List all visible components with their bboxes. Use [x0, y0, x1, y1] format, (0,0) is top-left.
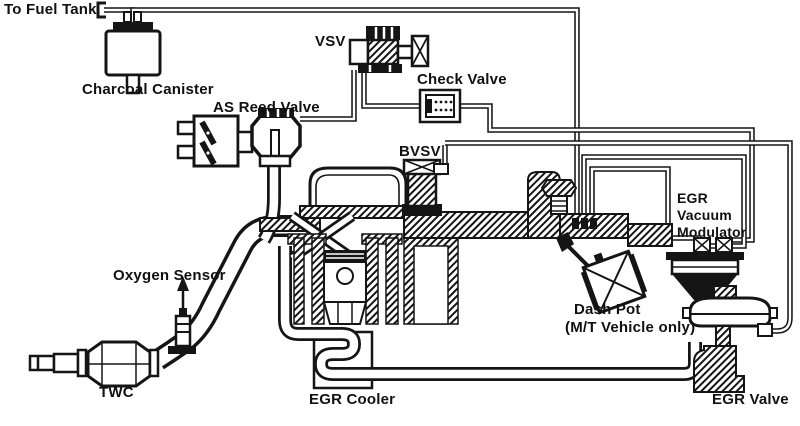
canister-body	[104, 29, 162, 77]
label-egr-vacuum-modulator: EGR Vacuum Modulator	[677, 190, 747, 240]
vacuum-port	[581, 218, 588, 229]
bvsv-port	[433, 163, 449, 175]
vacuum-port	[590, 218, 597, 229]
label-vsv: VSV	[315, 33, 346, 50]
hose-vsv-to-check-valve	[361, 70, 420, 109]
connecting-rod	[322, 301, 368, 325]
check-valve	[418, 88, 462, 124]
egr-valve-cap	[713, 285, 737, 299]
egr-valve-stem	[715, 325, 731, 347]
sensor-flange	[168, 346, 196, 354]
vacuum-port	[572, 218, 579, 229]
canister-cap	[113, 22, 153, 31]
as-reed-valve-assembly	[176, 108, 302, 168]
bvsv-valve	[402, 158, 449, 216]
manifold-fitting	[540, 179, 578, 197]
twc-inlet-pipe	[52, 352, 80, 374]
label-egr-valve: EGR Valve	[712, 391, 789, 408]
air-cleaner	[308, 166, 408, 214]
air-inlet-stub	[176, 120, 196, 136]
wrist-pin	[336, 267, 354, 285]
intake-manifold	[403, 211, 545, 239]
cylinder-wall	[385, 237, 399, 325]
egr-vacuum-modulator	[666, 237, 744, 310]
canister-drain	[125, 73, 141, 95]
engine-cross-section	[259, 166, 673, 325]
label-dash-pot: Dash Pot	[574, 301, 641, 318]
label-to-fuel-tank: To Fuel Tank	[4, 1, 97, 18]
sensor-arrow-head	[177, 276, 189, 291]
label-oxygen-sensor: Oxygen Sensor	[113, 267, 226, 284]
piston-crown	[324, 250, 366, 262]
egr-valve-diaphragm	[688, 296, 772, 328]
air-cleaner-flange	[299, 205, 417, 219]
hose-open-end-bracket	[96, 1, 106, 19]
charcoal-canister	[104, 11, 162, 95]
label-twc: TWC	[99, 384, 134, 401]
label-check-valve: Check Valve	[417, 71, 507, 88]
egr-valve	[682, 285, 778, 393]
label-charcoal-canister: Charcoal Canister	[82, 81, 214, 98]
label-bvsv: BVSV	[399, 143, 441, 160]
cylinder-wall	[365, 237, 379, 325]
bvsv-body	[406, 170, 438, 208]
throttle-link-rod	[564, 242, 592, 270]
cylinder-wall	[293, 237, 305, 325]
cylinder-wall	[311, 237, 325, 325]
egr-exhaust-elbow	[693, 345, 745, 393]
twc-assembly	[28, 340, 160, 388]
label-egr-cooler: EGR Cooler	[309, 391, 396, 408]
label-as-reed-valve: AS Reed Valve	[213, 99, 320, 116]
label-dash-pot-note: (M/T Vehicle only)	[565, 319, 696, 336]
air-inlet-stub	[176, 144, 196, 160]
dash-pot-assembly	[556, 232, 648, 315]
vsv-body	[366, 38, 400, 66]
modulator-top-plate	[666, 252, 744, 260]
egr-valve-port	[757, 323, 773, 337]
reed-valve-cap	[258, 108, 294, 118]
vsv-valve	[348, 26, 430, 73]
oxygen-sensor	[168, 276, 196, 354]
